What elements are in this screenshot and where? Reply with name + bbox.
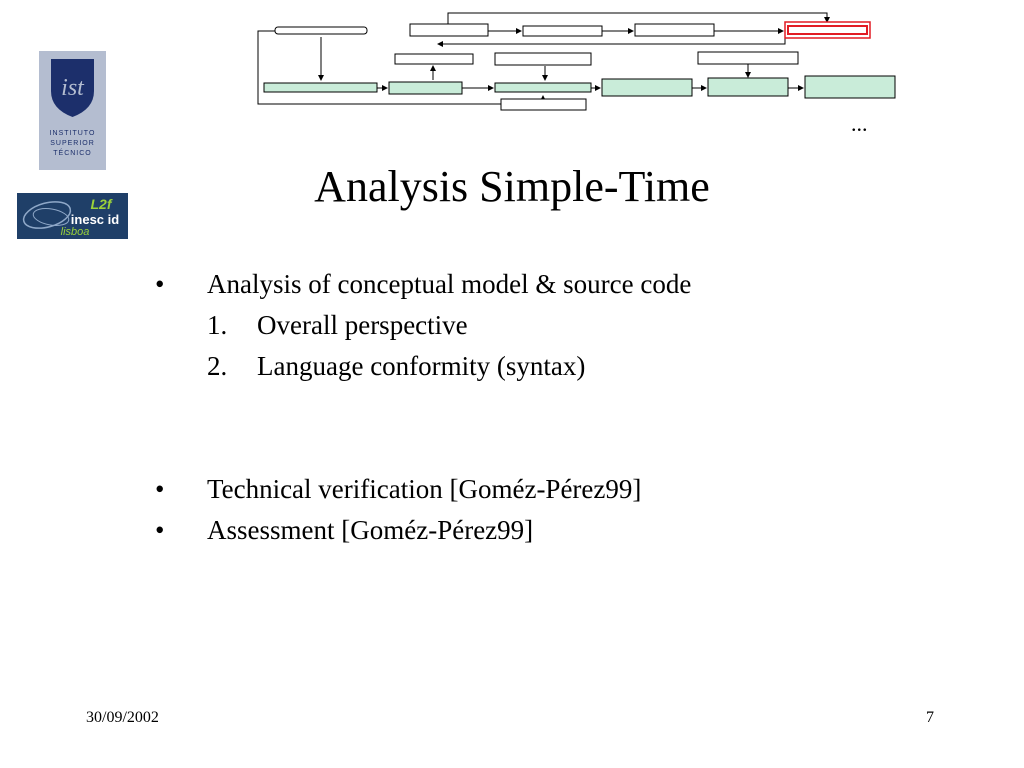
footer-date: 30/09/2002 bbox=[86, 709, 159, 726]
sub-item-number: 1. bbox=[207, 310, 228, 340]
process-flow-diagram bbox=[257, 12, 896, 111]
bullet-mark: • bbox=[155, 515, 165, 545]
diagram-ellipsis: ... bbox=[851, 111, 868, 136]
bullet-text: Analysis of conceptual model & source co… bbox=[207, 269, 692, 299]
bullet-mark: • bbox=[155, 474, 165, 504]
process-diagram bbox=[255, 10, 900, 118]
bullet-text: Assessment [Goméz-Pérez99] bbox=[207, 515, 534, 545]
inesc-city: lisboa bbox=[61, 226, 90, 238]
ist-line-3: TÉCNICO bbox=[53, 148, 92, 157]
inesc-superscript: L2f bbox=[91, 196, 113, 212]
sub-item-text: Overall perspective bbox=[257, 310, 468, 340]
ist-line-1: INSTITUTO bbox=[50, 130, 96, 137]
ist-logo: ist INSTITUTO SUPERIOR TÉCNICO bbox=[39, 51, 106, 170]
inesc-brand: inesc id bbox=[71, 212, 119, 227]
sub-item-text: Language conformity (syntax) bbox=[257, 351, 586, 381]
slide-title: Analysis Simple-Time bbox=[314, 162, 710, 211]
bullet-mark: • bbox=[155, 269, 165, 299]
ist-shield-icon: ist INSTITUTO SUPERIOR TÉCNICO bbox=[50, 59, 96, 157]
page-number: 7 bbox=[926, 709, 934, 726]
bullet-text: Technical verification [Goméz-Pérez99] bbox=[207, 474, 642, 504]
inesc-swirl-icon: L2f inesc id lisboa bbox=[22, 196, 119, 238]
sub-item-number: 2. bbox=[207, 351, 228, 381]
inesc-logo: L2f inesc id lisboa bbox=[17, 193, 128, 239]
ist-monogram: ist bbox=[61, 75, 85, 101]
ist-line-2: SUPERIOR bbox=[50, 140, 95, 147]
